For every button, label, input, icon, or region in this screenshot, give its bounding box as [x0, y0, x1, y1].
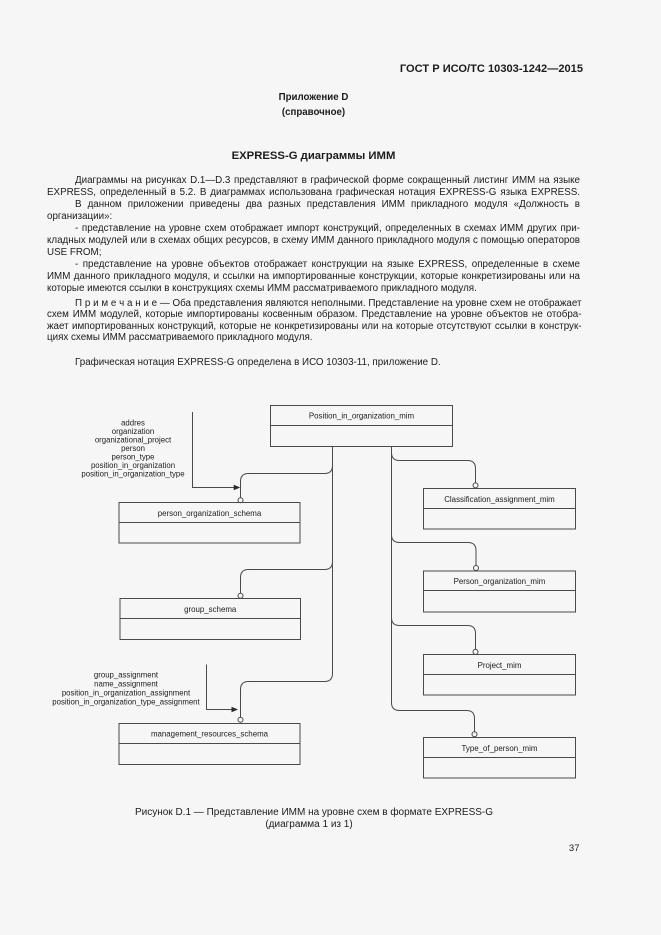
svg-text:Person_organization_mim: Person_organization_mim — [454, 577, 546, 586]
svg-text:group_schema: group_schema — [184, 605, 237, 614]
svg-text:Type_of_person_mim: Type_of_person_mim — [462, 744, 538, 753]
svg-text:position_in_organization_type_: position_in_organization_type_assignment — [52, 697, 200, 706]
svg-text:organizational_project: organizational_project — [95, 436, 172, 445]
svg-text:management_resources_schema: management_resources_schema — [151, 729, 269, 738]
svg-text:Project_mim: Project_mim — [478, 661, 522, 670]
svg-text:addres: addres — [121, 419, 145, 428]
svg-text:Classification_assignment_mim: Classification_assignment_mim — [444, 495, 555, 504]
svg-text:person: person — [121, 444, 145, 453]
svg-text:position_in_organization_type: position_in_organization_type — [81, 470, 184, 479]
svg-text:organization: organization — [112, 427, 154, 436]
svg-text:person_type: person_type — [112, 453, 155, 462]
svg-text:name_assignment: name_assignment — [94, 680, 159, 689]
svg-text:position_in_organization_assig: position_in_organization_assignment — [62, 688, 191, 697]
svg-text:group_assignment: group_assignment — [94, 671, 159, 680]
svg-text:position_in_organization: position_in_organization — [91, 461, 175, 470]
svg-text:Position_in_organization_mim: Position_in_organization_mim — [309, 412, 415, 421]
svg-text:person_organization_schema: person_organization_schema — [158, 509, 262, 518]
